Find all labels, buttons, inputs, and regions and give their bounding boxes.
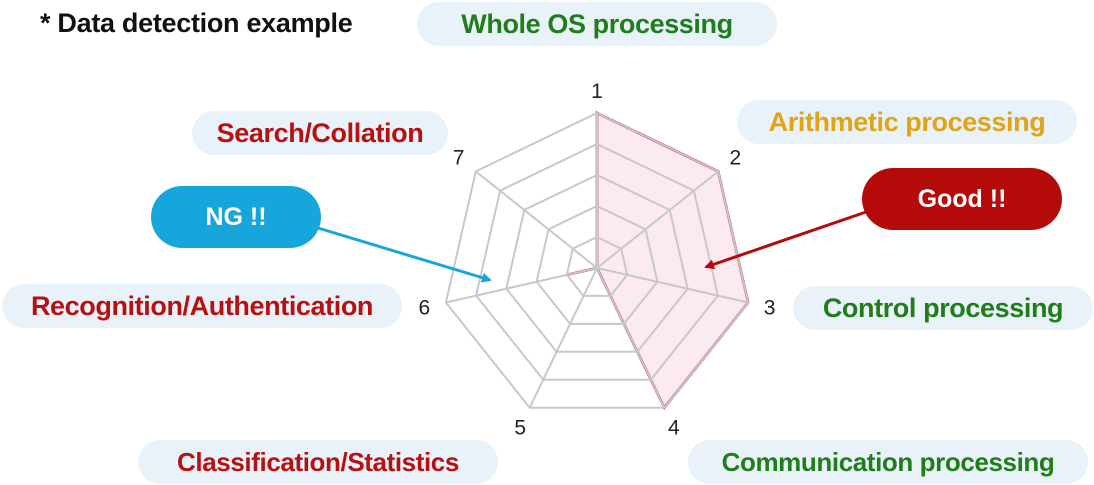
grid-ring [565,235,629,297]
axis-label-3: 3 [764,296,776,319]
axis-label-5: 5 [514,417,526,440]
grid-ring [505,173,689,353]
good-arrow [704,210,867,270]
category-whole-os: Whole OS processing [417,2,777,46]
axis-label-6: 6 [419,296,431,319]
ng-badge: NG !! [151,186,321,248]
radar-grid [444,111,750,409]
grid-spoke [528,267,598,409]
axis-label-2: 2 [730,147,742,170]
page-heading: * Data detection example [40,8,353,38]
category-control: Control processing [793,286,1093,330]
grid-spoke [596,170,719,269]
grid-ring [444,111,750,409]
category-communication: Communication processing [688,440,1088,484]
grid-spoke [445,267,598,304]
category-classification: Classification/Statistics [138,440,498,484]
grid-spoke [475,170,598,269]
axis-label-4: 4 [668,417,680,440]
radar-axis-labels: 1 2 3 4 5 6 7 [419,80,776,440]
good-badge: Good !! [862,168,1062,230]
grid-spoke [596,267,666,409]
category-arithmetic: Arithmetic processing [737,100,1077,144]
axis-label-1: 1 [591,80,603,103]
category-recognition: Recognition/Authentication [2,284,402,328]
axis-label-7: 7 [453,147,465,170]
ng-arrow [317,226,492,283]
grid-ring [535,204,659,325]
category-search: Search/Collation [192,111,448,155]
grid-spoke [596,267,749,304]
grid-ring [475,142,719,381]
